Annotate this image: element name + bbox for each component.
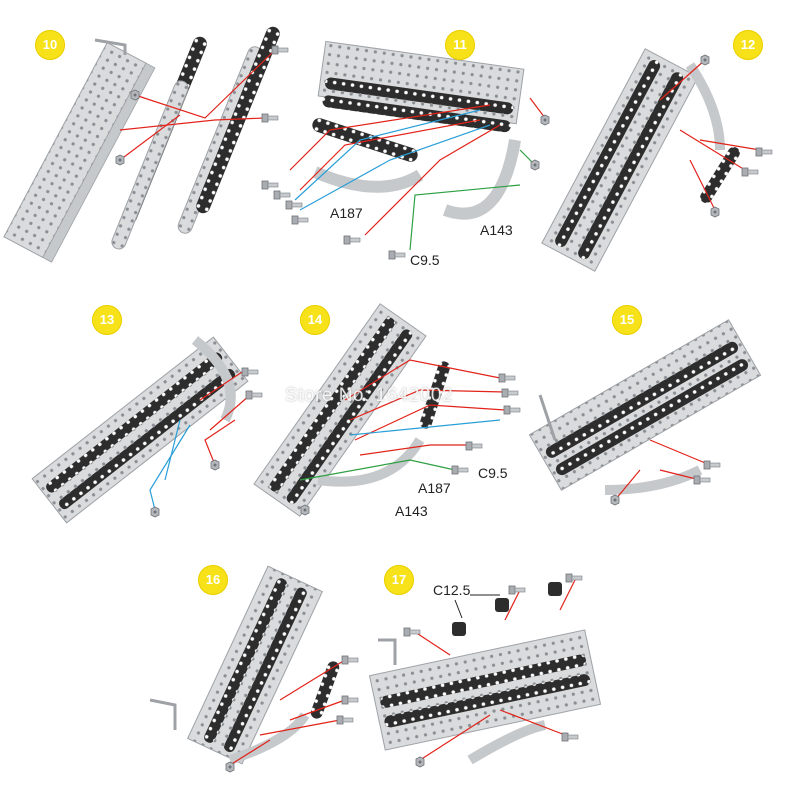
step14-part-label-a187: A187 — [418, 480, 451, 496]
step14-part-label-a143: A143 — [395, 503, 428, 519]
step11-part-label-c95: C9.5 — [410, 252, 440, 268]
step-11-illustration — [261, 40, 550, 260]
step-badge-10: 10 — [35, 30, 65, 60]
step11-part-label-a187: A187 — [330, 205, 363, 221]
step-badge-12: 12 — [733, 30, 763, 60]
step17-part-label-c125: C12.5 — [433, 582, 471, 598]
step-badge-15: 15 — [612, 305, 642, 335]
step-10-illustration — [3, 26, 289, 263]
step-13-illustration — [31, 336, 263, 524]
step-15-illustration — [528, 319, 762, 506]
step-badge-17: 17 — [384, 565, 414, 595]
step-badge-16: 16 — [198, 565, 228, 595]
step-16-illustration — [149, 565, 359, 773]
step11-part-label-a143: A143 — [480, 222, 513, 238]
step-badge-14: 14 — [300, 305, 330, 335]
store-watermark: Store No: 1642002 — [285, 385, 454, 406]
step-14-illustration — [253, 303, 521, 517]
step-badge-11: 11 — [445, 30, 475, 60]
step-12-illustration — [541, 48, 773, 272]
step-badge-13: 13 — [92, 305, 122, 335]
step14-part-label-c95: C9.5 — [478, 465, 508, 481]
step-17-illustration — [368, 573, 602, 768]
